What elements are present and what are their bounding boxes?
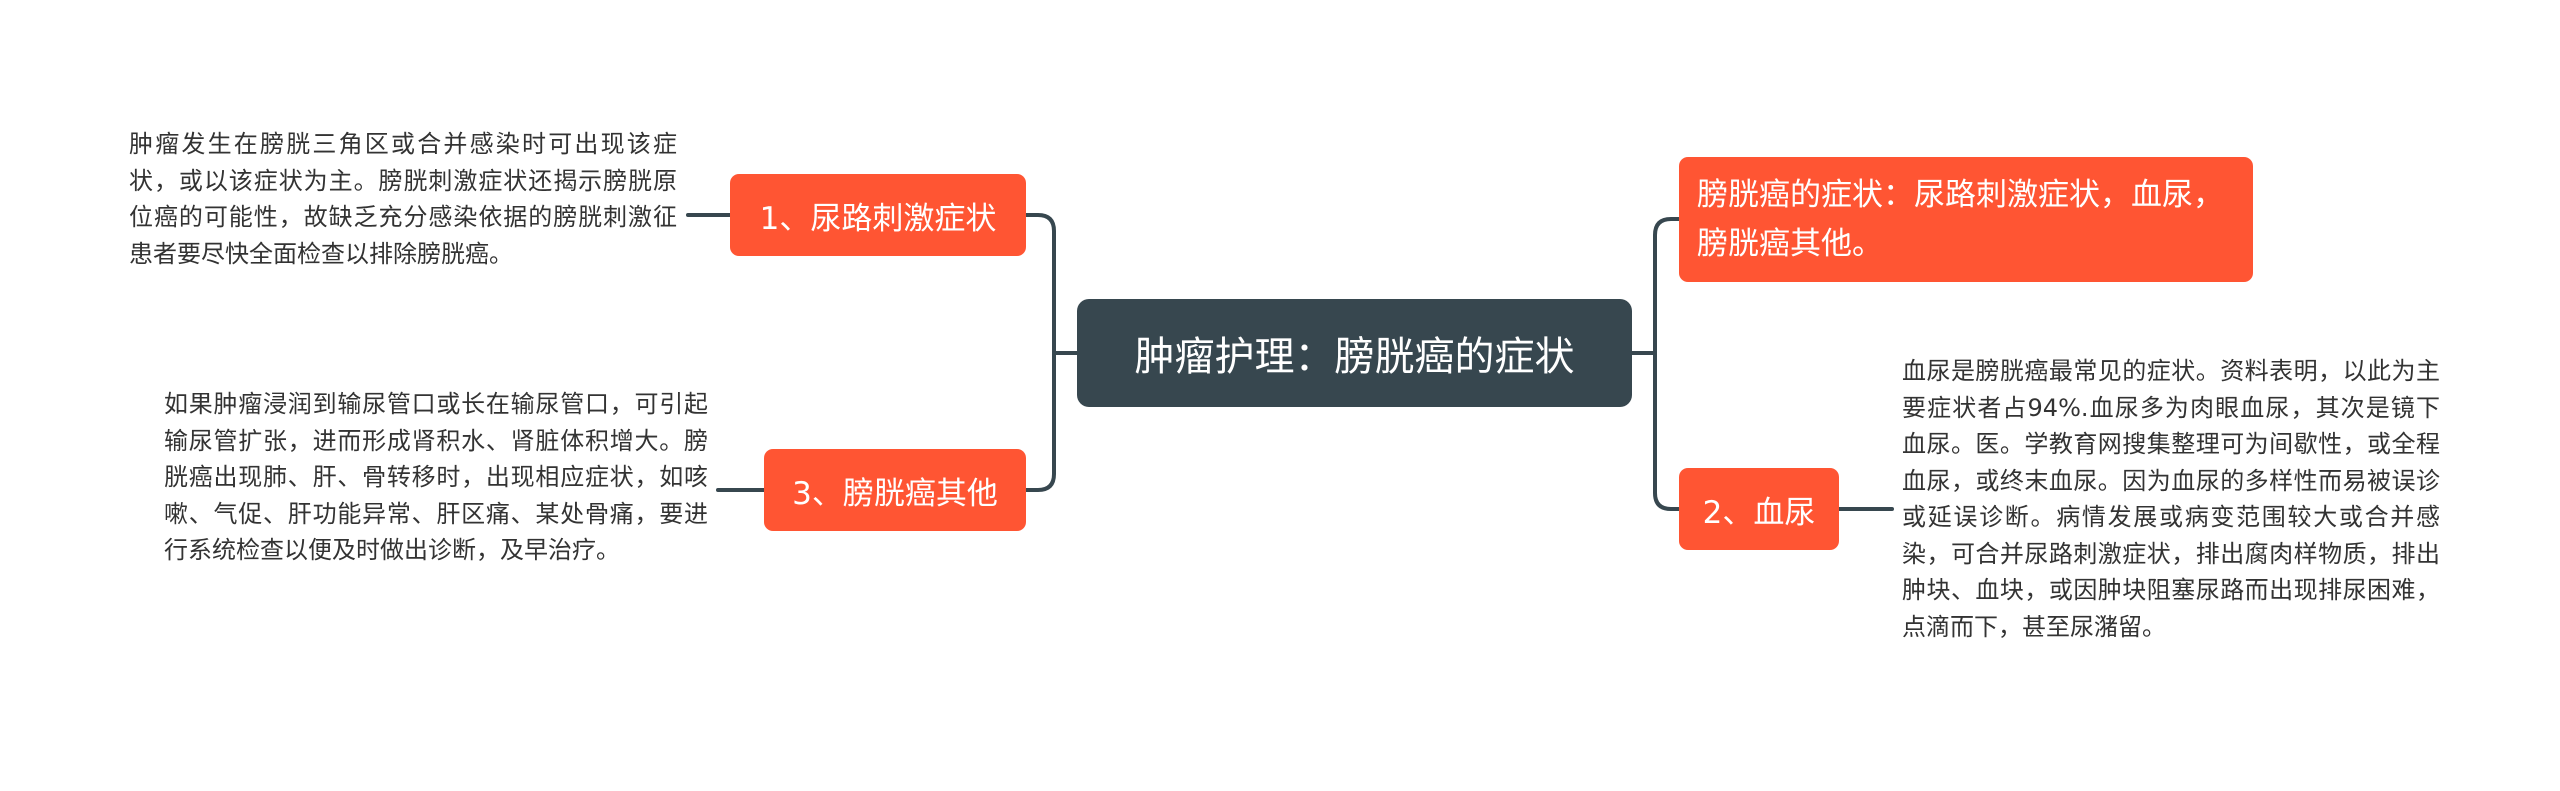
connector-to-urinary-irritation [1024,213,1056,355]
branch-other-symptoms-label: 3、膀胱癌其他 [792,475,998,512]
branch-symptom-summary-label: 膀胱癌的症状：尿路刺激症状，血尿，膀胱癌其他。 [1697,177,2224,262]
note-other-symptoms: 如果肿瘤浸润到输尿管口或长在输尿管口，可引起输尿管扩张，进而形成肾积水、肾脏体积… [164,390,708,564]
connector-to-other [1024,351,1056,492]
central-topic-label: 肿瘤护理：膀胱癌的症状 [1134,334,1575,380]
connector-to-summary [1653,217,1681,355]
branch-hematuria-label: 2、血尿 [1702,494,1816,531]
branch-urinary-irritation[interactable]: 1、尿路刺激症状 [730,174,1026,256]
branch-hematuria[interactable]: 2、血尿 [1679,468,1839,550]
branch-symptom-summary[interactable]: 膀胱癌的症状：尿路刺激症状，血尿，膀胱癌其他。 [1679,157,2253,282]
note-urinary-irritation: 肿瘤发生在膀胱三角区或合并感染时可出现该症状，或以该症状为主。膀胱刺激症状还揭示… [129,130,677,268]
central-topic[interactable]: 肿瘤护理：膀胱癌的症状 [1077,299,1632,407]
connector-to-hematuria [1653,351,1681,511]
note-hematuria: 血尿是膀胱癌最常见的症状。资料表明，以此为主要症状者占94%.血尿多为肉眼血尿，… [1902,357,2440,641]
branch-urinary-irritation-label: 1、尿路刺激症状 [759,200,997,237]
branch-other-symptoms[interactable]: 3、膀胱癌其他 [764,449,1026,531]
